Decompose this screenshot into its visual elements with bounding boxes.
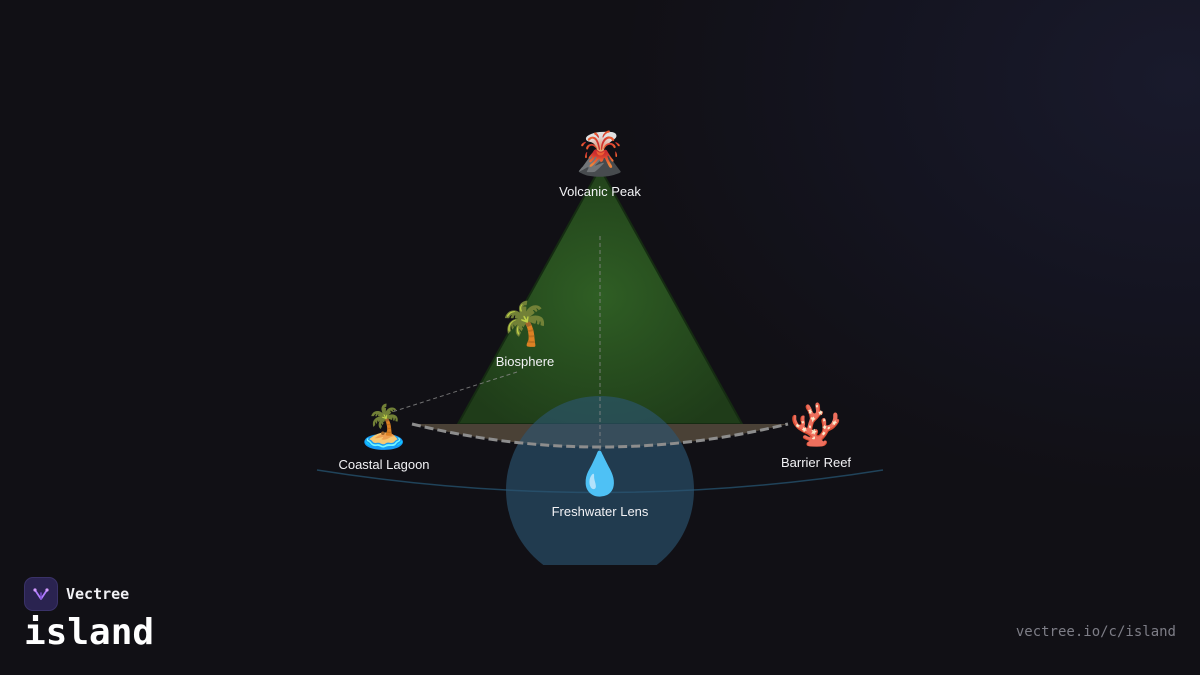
brand-name: Vectree [66, 585, 130, 603]
node-label: Freshwater Lens [551, 504, 649, 519]
page-url[interactable]: vectree.io/c/island [1015, 624, 1176, 640]
biosphere-to-lagoon-connector [391, 371, 518, 413]
node-label: Volcanic Peak [559, 184, 641, 199]
node-coastal-lagoon[interactable]: 🏝️ Coastal Lagoon [338, 403, 429, 473]
vectree-logo-mark [33, 588, 49, 600]
page-title: island [24, 612, 155, 653]
brand-block: Vectree island [24, 577, 154, 653]
brand-row: Vectree [24, 577, 154, 611]
node-volcanic-peak[interactable]: 🌋 Volcanic Peak [559, 130, 641, 200]
droplet-icon: 💧 [573, 450, 627, 497]
vectree-logo-icon[interactable] [24, 577, 58, 611]
node-biosphere[interactable]: 🌴 Biosphere [496, 300, 555, 370]
palm-tree-icon: 🌴 [498, 300, 552, 347]
node-label: Barrier Reef [780, 455, 852, 470]
node-label: Coastal Lagoon [338, 457, 430, 472]
node-barrier-reef[interactable]: 🪸 Barrier Reef [781, 401, 851, 471]
node-label: Biosphere [495, 354, 555, 369]
volcano-icon: 🌋 [573, 130, 627, 177]
freshwater-lens-shape [506, 396, 694, 565]
coral-icon: 🪸 [789, 401, 843, 448]
node-freshwater-lens[interactable]: 💧 Freshwater Lens [552, 450, 649, 520]
desert-island-icon: 🏝️ [357, 403, 411, 450]
